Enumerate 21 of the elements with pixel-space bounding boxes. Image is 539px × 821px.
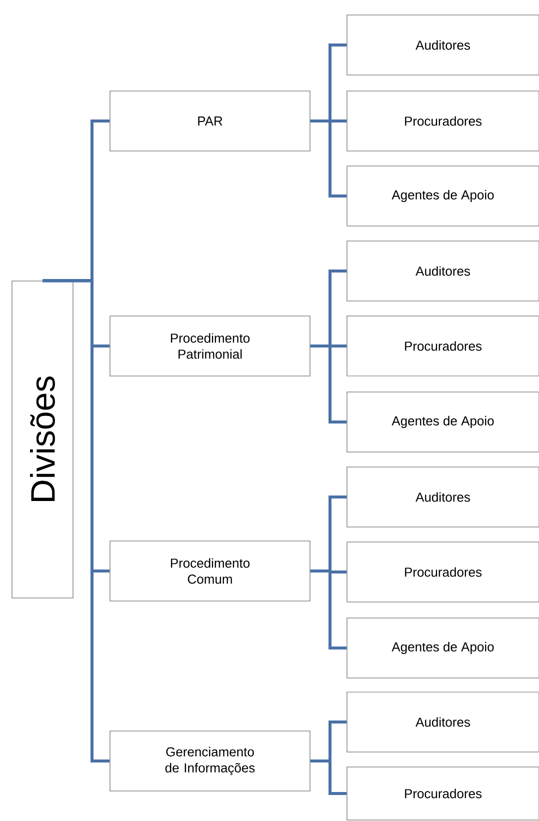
division-box: Procedimento Patrimonial bbox=[110, 316, 310, 376]
role-box: Procuradores bbox=[346, 316, 539, 376]
connector bbox=[310, 344, 347, 424]
role-box: Procuradores bbox=[346, 542, 539, 602]
role-box: Auditores bbox=[346, 466, 539, 528]
division-box: Procedimento Comum bbox=[110, 540, 310, 602]
role-box: Procuradores bbox=[346, 766, 539, 820]
role-box: Auditores bbox=[346, 240, 539, 302]
role-box: Procuradores bbox=[346, 90, 539, 152]
division-box: Gerenciamento de Informações bbox=[110, 730, 310, 792]
division-box: PAR bbox=[110, 90, 310, 152]
role-box: Agentes de Apoio bbox=[346, 166, 539, 226]
connector bbox=[42, 279, 110, 762]
role-box: Auditores bbox=[346, 692, 539, 752]
connector bbox=[310, 120, 347, 198]
role-box: Agentes de Apoio bbox=[346, 392, 539, 452]
role-box: Agentes de Apoio bbox=[346, 618, 539, 678]
connector bbox=[310, 760, 347, 795]
role-box: Auditores bbox=[346, 14, 539, 76]
root-box: Divisões bbox=[12, 280, 74, 598]
connector bbox=[310, 570, 347, 650]
